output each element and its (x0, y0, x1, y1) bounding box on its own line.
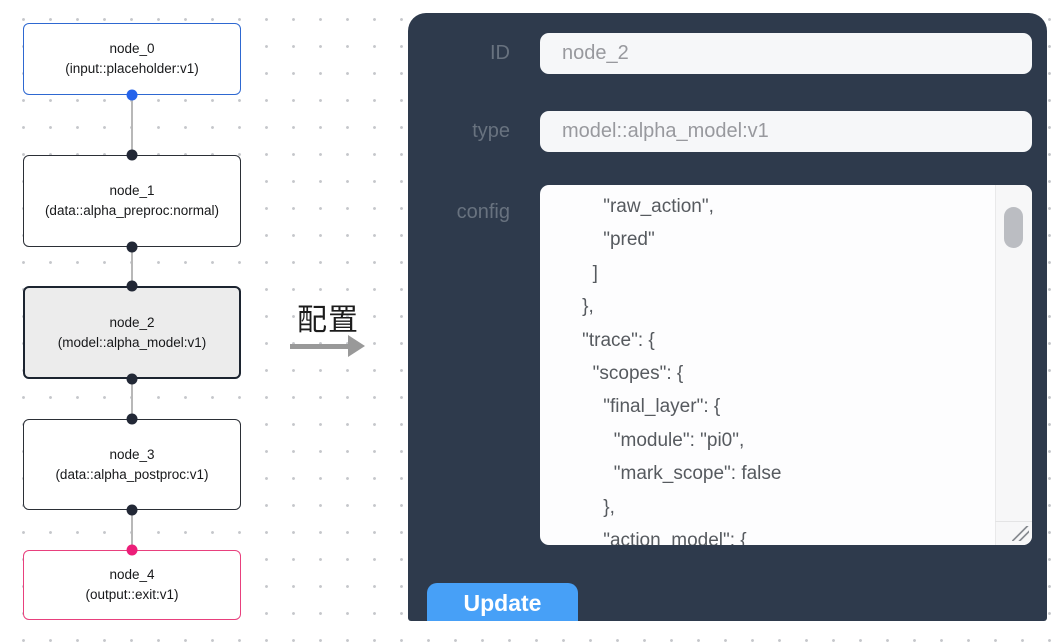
resize-grip-icon[interactable] (1012, 526, 1029, 541)
type-input[interactable] (540, 111, 1032, 152)
id-field-label: ID (490, 42, 510, 64)
node-type: (output::exit:v1) (85, 587, 179, 602)
configure-arrow-head-icon (348, 335, 365, 357)
node-type: (model::alpha_model:v1) (57, 334, 207, 350)
scrollbar-track-divider (995, 521, 1032, 522)
flow-node-2-selected[interactable]: node_2 (model::alpha_model:v1) (23, 286, 241, 379)
node-config-panel: ID type config "raw_action", "pred" ] },… (408, 13, 1047, 621)
id-input[interactable] (540, 33, 1032, 74)
update-button[interactable]: Update (427, 583, 578, 621)
config-editor[interactable]: "raw_action", "pred" ] }, "trace": { "sc… (540, 185, 1032, 545)
node-type: (data::alpha_postproc:v1) (55, 466, 209, 482)
port-node3-out[interactable] (126, 504, 138, 516)
node-type: (input::placeholder:v1) (65, 61, 199, 76)
edge-node2-node3 (131, 379, 133, 419)
config-scrollbar-track[interactable] (995, 185, 1032, 545)
configure-arrow-shaft (290, 344, 348, 349)
node-title: node_4 (109, 567, 155, 582)
port-node1-out[interactable] (126, 241, 138, 253)
port-node2-in[interactable] (126, 280, 138, 292)
flow-node-0[interactable]: node_0 (input::placeholder:v1) (23, 23, 241, 95)
configure-label: 配置 (297, 304, 359, 337)
flow-node-1[interactable]: node_1 (data::alpha_preproc:normal) (23, 155, 241, 247)
port-node1-in[interactable] (126, 149, 138, 161)
node-title: node_2 (109, 314, 155, 330)
config-scrollbar-thumb[interactable] (1004, 207, 1023, 248)
node-type: (data::alpha_preproc:normal) (44, 203, 220, 218)
edge-node3-node4 (131, 510, 133, 550)
config-json-text[interactable]: "raw_action", "pred" ] }, "trace": { "sc… (582, 196, 782, 545)
edge-node1-node2 (131, 247, 133, 286)
config-field-label: config (456, 201, 510, 223)
node-title: node_1 (109, 183, 155, 198)
flow-node-4[interactable]: node_4 (output::exit:v1) (23, 550, 241, 620)
type-field-label: type (472, 120, 510, 142)
edge-node0-node1 (131, 95, 133, 155)
port-node0-out[interactable] (126, 89, 138, 101)
flow-node-3[interactable]: node_3 (data::alpha_postproc:v1) (23, 419, 241, 510)
port-node4-in[interactable] (126, 544, 138, 556)
port-node3-in[interactable] (126, 413, 138, 425)
node-title: node_3 (109, 446, 155, 462)
port-node2-out[interactable] (126, 373, 138, 385)
node-title: node_0 (109, 41, 155, 56)
